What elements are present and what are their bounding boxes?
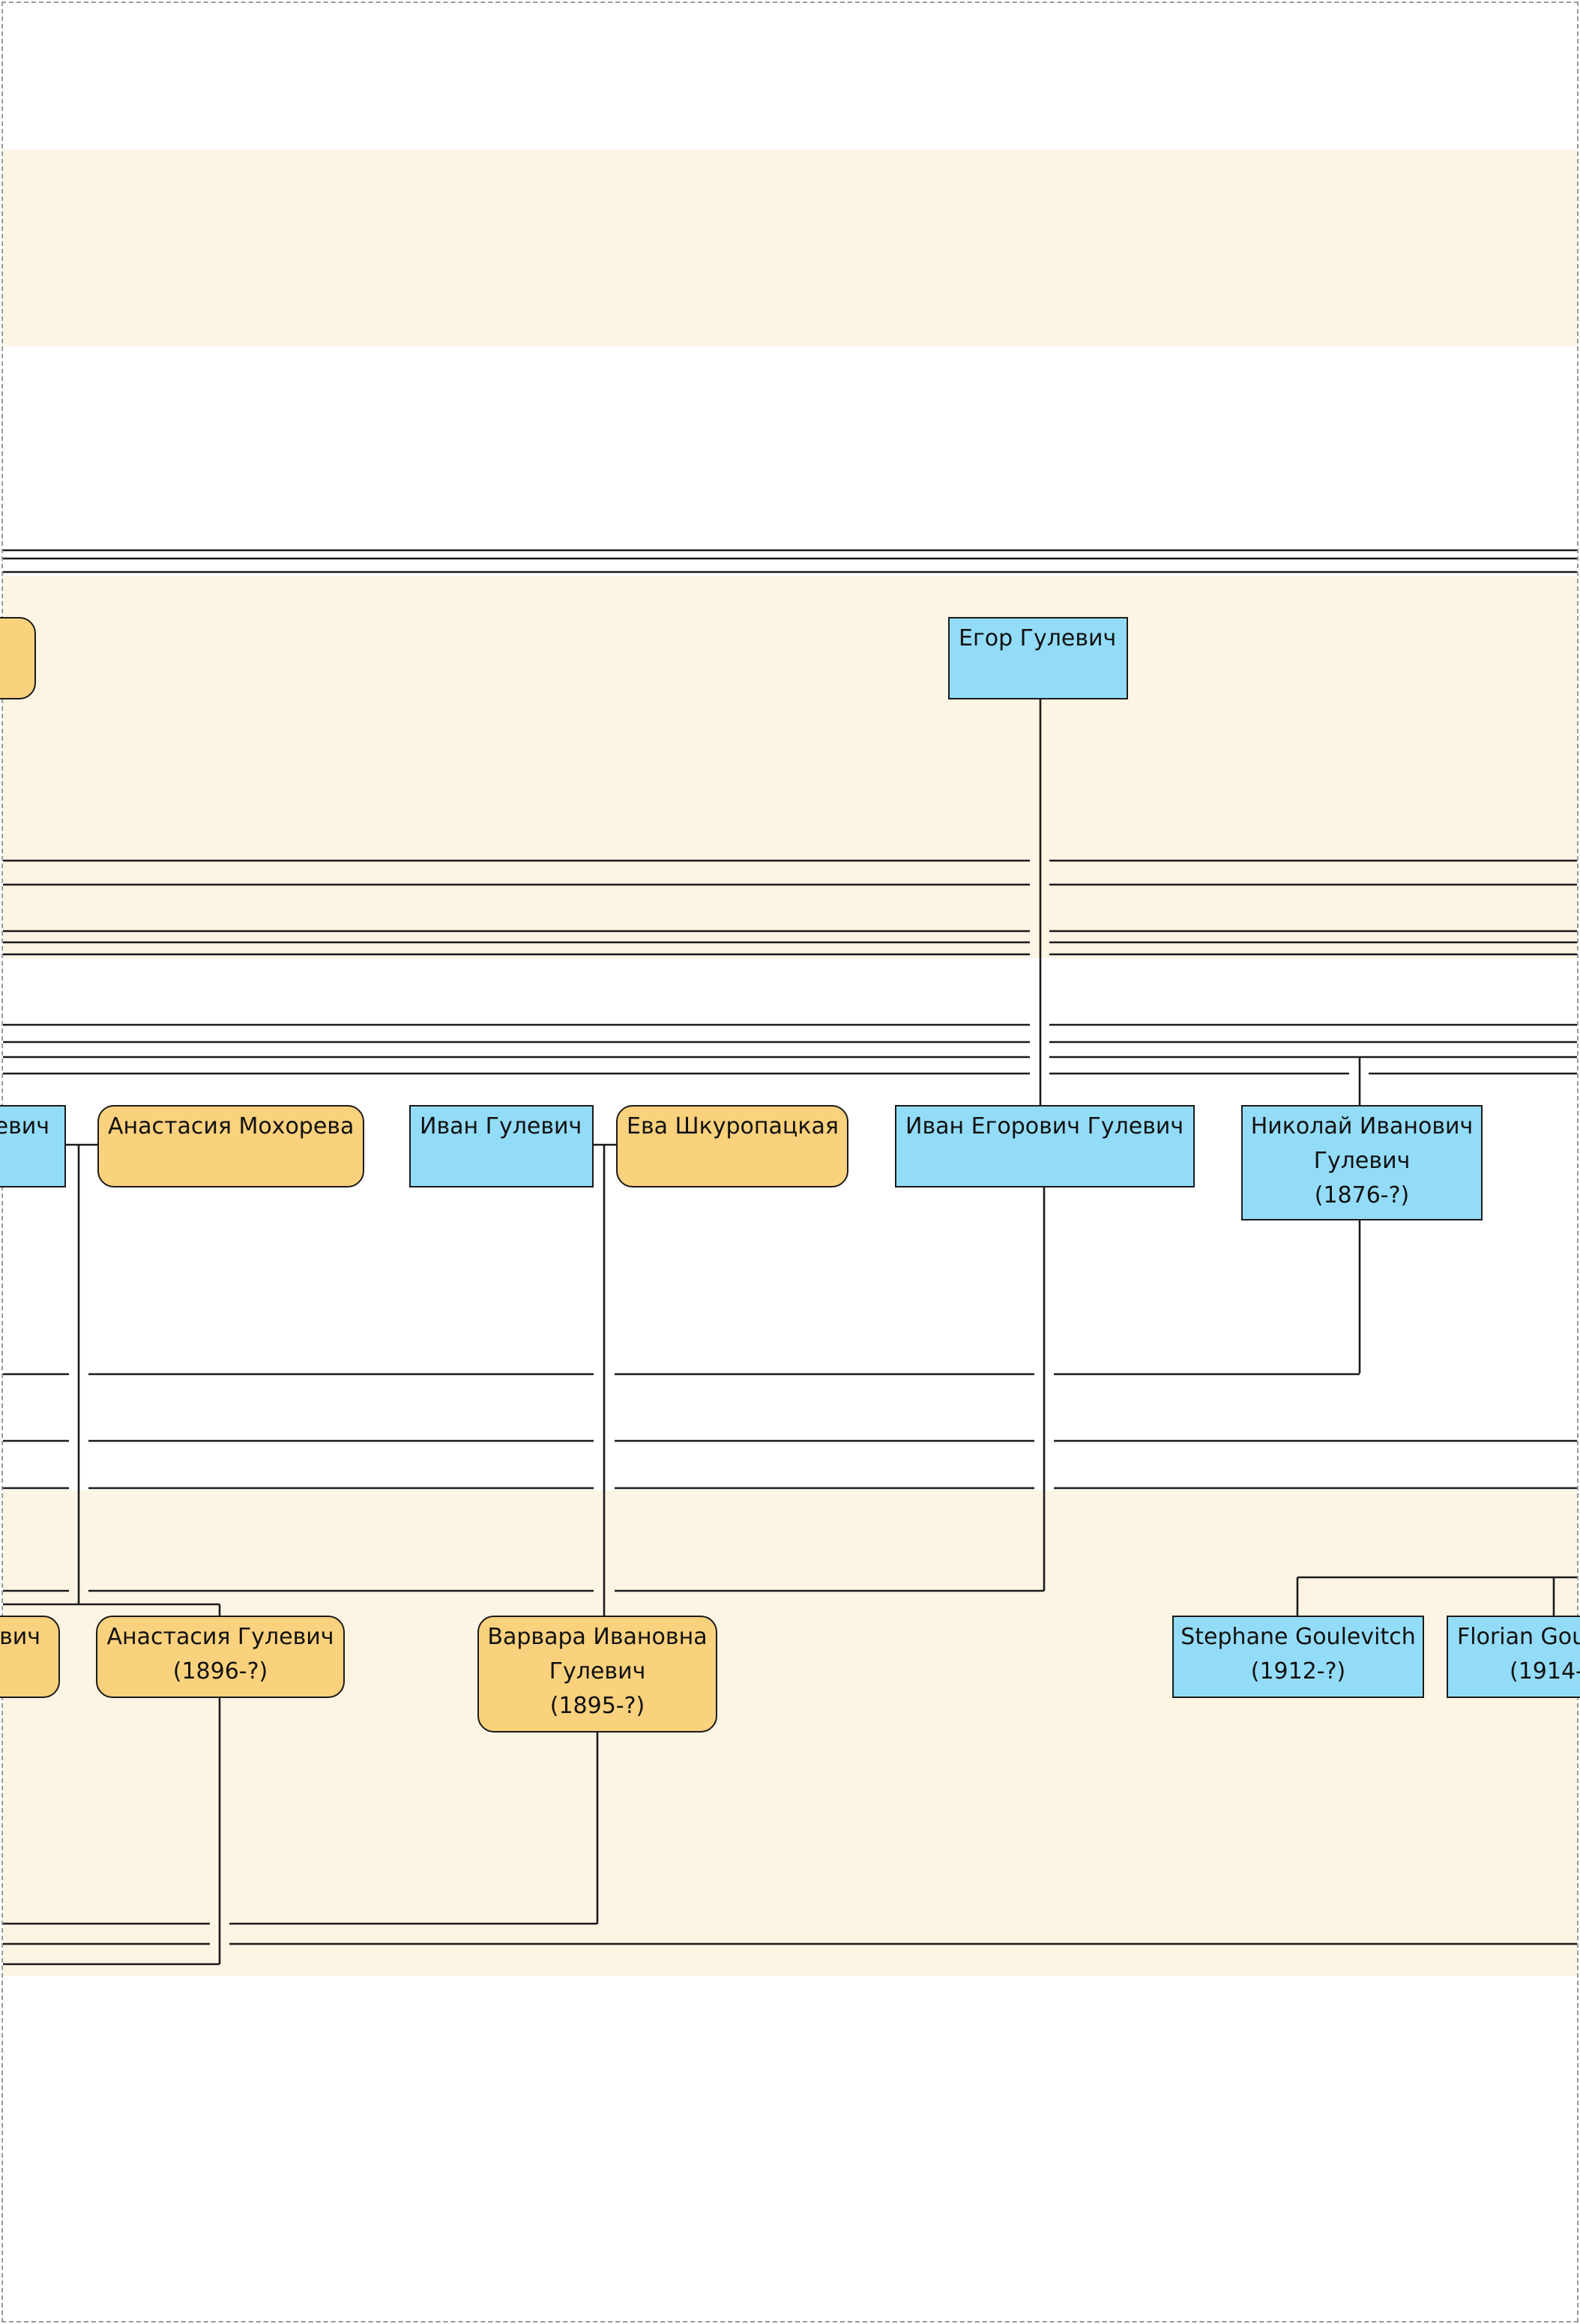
person-surname: Гулевич (549, 1658, 646, 1685)
person-name: Варвара Ивановна (487, 1624, 708, 1650)
person-card-partial[interactable]: евич (0, 1105, 66, 1187)
person-name: Иван Гулевич (420, 1113, 582, 1140)
person-name: Николай Иванович (1250, 1113, 1474, 1140)
generation-band-3 (3, 1490, 1577, 1976)
person-card-stephane[interactable]: Stephane Goulevitch (1912-?) (1172, 1616, 1424, 1698)
generation-band-1 (3, 576, 1577, 958)
person-name: вич (0, 1624, 40, 1650)
person-years: (1896-?) (172, 1658, 268, 1685)
person-name: Stephane Goulevitch (1181, 1624, 1416, 1650)
person-name: евич (0, 1113, 49, 1140)
person-years: (1914- (1510, 1658, 1580, 1685)
person-card-partial[interactable]: вич (0, 1616, 60, 1698)
person-card-partial[interactable]: ч (0, 617, 36, 699)
person-card-anastasia-mokhoreva[interactable]: Анастасия Мохорева (97, 1105, 364, 1187)
person-card-eva[interactable]: Ева Шкуропацкая (616, 1105, 848, 1187)
person-name: ч (0, 621, 34, 656)
person-name: Егор Гулевич (959, 625, 1117, 651)
person-name: Иван Егорович Гулевич (905, 1113, 1184, 1140)
person-card-florian[interactable]: Florian Gou (1914- (1447, 1616, 1580, 1698)
person-surname: Гулевич (1313, 1148, 1411, 1174)
person-card-ivan[interactable]: Иван Гулевич (409, 1105, 594, 1187)
person-card-anastasia-gulevich[interactable]: Анастасия Гулевич (1896-?) (96, 1616, 345, 1698)
person-card-nikolai[interactable]: Николай Иванович Гулевич (1876-?) (1241, 1105, 1483, 1220)
person-card-egor[interactable]: Егор Гулевич (948, 617, 1128, 699)
person-years: (1895-?) (549, 1693, 645, 1719)
person-years: (1912-?) (1250, 1658, 1346, 1685)
person-name: Ева Шкуропацкая (627, 1113, 839, 1140)
generation-band-top (3, 150, 1577, 346)
person-name: Florian Gou (1457, 1624, 1580, 1650)
person-name: Анастасия Гулевич (106, 1624, 334, 1650)
person-card-ivan-egorovich[interactable]: Иван Егорович Гулевич (895, 1105, 1195, 1187)
person-name: Анастасия Мохорева (108, 1113, 355, 1140)
person-years: (1876-?) (1314, 1182, 1410, 1208)
person-card-varvara[interactable]: Варвара Ивановна Гулевич (1895-?) (477, 1616, 717, 1733)
